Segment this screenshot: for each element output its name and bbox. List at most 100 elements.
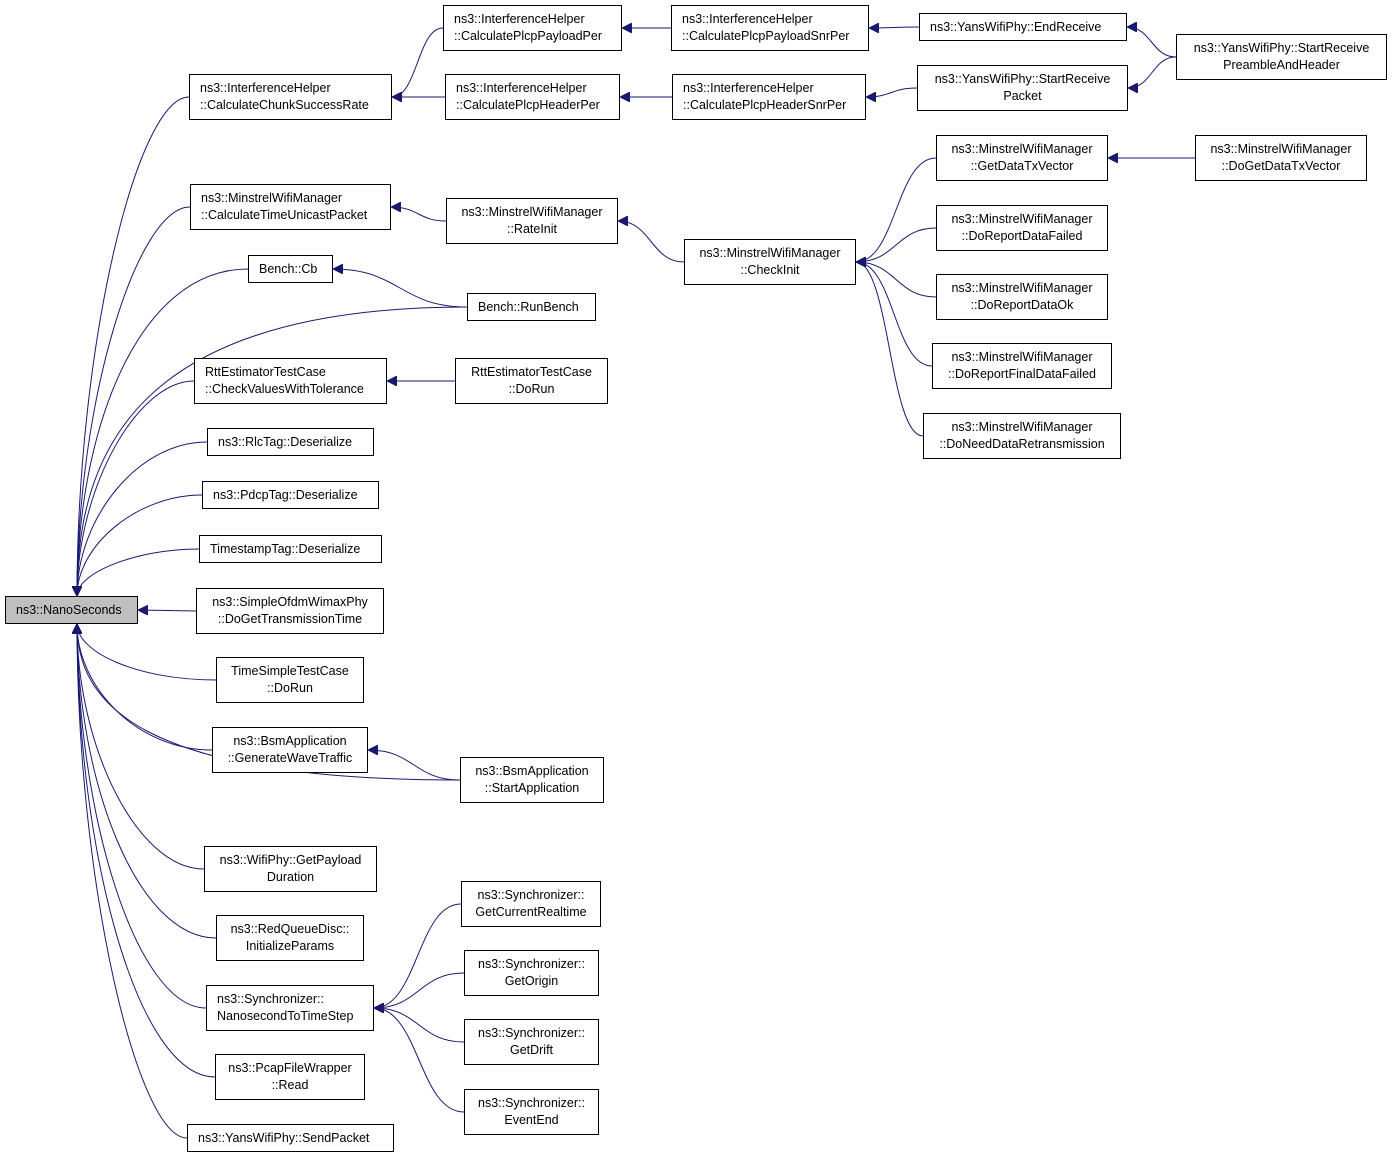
edge-calc_chunk-to-nanoseconds bbox=[77, 96, 190, 596]
node-check-values-with-tolerance[interactable]: RttEstimatorTestCase::CheckValuesWithTol… bbox=[194, 358, 387, 404]
node-generate-wave-traffic[interactable]: ns3::BsmApplication::GenerateWaveTraffic bbox=[212, 727, 368, 773]
node-event-end[interactable]: ns3::Synchronizer::EventEnd bbox=[464, 1089, 599, 1135]
node-label-line: PreambleAndHeader bbox=[1223, 58, 1340, 72]
node-label-line: ::DoNeedDataRetransmission bbox=[939, 437, 1105, 451]
node-label-line: ns3::Synchronizer:: bbox=[478, 957, 585, 971]
node-label-line: ns3::RedQueueDisc:: bbox=[230, 922, 350, 936]
node-do-report-data-failed[interactable]: ns3::MinstrelWifiManager::DoReportDataFa… bbox=[936, 205, 1108, 251]
node-yans-end-receive[interactable]: ns3::YansWifiPhy::EndReceive bbox=[919, 13, 1127, 41]
node-label-line: ::GenerateWaveTraffic bbox=[227, 751, 353, 765]
node-bench-run-bench[interactable]: Bench::RunBench bbox=[467, 293, 596, 321]
node-label-line: ::CheckValuesWithTolerance bbox=[205, 382, 364, 396]
node-label-line: ns3::MinstrelWifiManager bbox=[699, 246, 841, 260]
node-do-report-final-data-failed[interactable]: ns3::MinstrelWifiManager::DoReportFinalD… bbox=[932, 343, 1112, 389]
node-initialize-params[interactable]: ns3::RedQueueDisc::InitializeParams bbox=[216, 915, 364, 961]
node-label-line: ns3::BsmApplication bbox=[233, 734, 347, 748]
edge-sync_nano-to-nanoseconds bbox=[77, 624, 207, 1009]
node-label-line: Packet bbox=[1003, 89, 1042, 103]
node-rate-init[interactable]: ns3::MinstrelWifiManager::RateInit bbox=[446, 198, 618, 244]
edge-wifiphy_payload-to-nanoseconds bbox=[77, 624, 205, 870]
node-start-application[interactable]: ns3::BsmApplication::StartApplication bbox=[460, 757, 604, 803]
node-time-simple-test-case-do-run[interactable]: TimeSimpleTestCase::DoRun bbox=[216, 657, 364, 703]
node-label-line: ns3::InterferenceHelper bbox=[454, 12, 585, 26]
node-label-line: ::CalculateTimeUnicastPacket bbox=[201, 208, 368, 222]
node-do-get-data-tx-vector[interactable]: ns3::MinstrelWifiManager::DoGetDataTxVec… bbox=[1195, 135, 1367, 181]
node-label-line: ns3::Synchronizer:: bbox=[217, 992, 324, 1006]
node-label-line: ns3::MinstrelWifiManager bbox=[951, 281, 1093, 295]
node-get-origin[interactable]: ns3::Synchronizer::GetOrigin bbox=[464, 950, 599, 996]
node-calculate-chunk-success-rate[interactable]: ns3::InterferenceHelper::CalculateChunkS… bbox=[189, 74, 392, 120]
node-nanoseconds[interactable]: ns3::NanoSeconds bbox=[5, 596, 138, 624]
node-calculate-time-unicast-packet[interactable]: ns3::MinstrelWifiManager::CalculateTimeU… bbox=[190, 184, 391, 230]
node-calculate-plcp-payload-per[interactable]: ns3::InterferenceHelper::CalculatePlcpPa… bbox=[443, 5, 622, 51]
edge-pcap_read-to-nanoseconds bbox=[77, 624, 216, 1078]
edge-run_bench-to-bench_cb bbox=[333, 269, 468, 308]
node-pdcptag-deserialize[interactable]: ns3::PdcpTag::Deserialize bbox=[202, 481, 379, 509]
edge-rate_init-to-calc_time_unicast bbox=[391, 207, 447, 222]
node-label-line: ns3::SimpleOfdmWimaxPhy bbox=[212, 595, 368, 609]
node-calculate-plcp-header-per[interactable]: ns3::InterferenceHelper::CalculatePlcpHe… bbox=[445, 74, 620, 120]
edge-run_bench-to-nanoseconds bbox=[77, 306, 468, 596]
node-label-line: ns3::Synchronizer:: bbox=[478, 1096, 585, 1110]
edge-start_preamble-to-start_packet bbox=[1128, 56, 1177, 88]
edge-report_ok-to-check_init bbox=[856, 262, 937, 298]
node-label-line: ::DoRun bbox=[267, 681, 313, 695]
node-label-line: ::CalculatePlcpPayloadSnrPer bbox=[682, 29, 850, 43]
node-check-init[interactable]: ns3::MinstrelWifiManager::CheckInit bbox=[684, 239, 856, 285]
node-calculate-plcp-header-snr-per[interactable]: ns3::InterferenceHelper::CalculatePlcpHe… bbox=[672, 74, 866, 120]
node-label-line: ns3::WifiPhy::GetPayload bbox=[219, 853, 362, 867]
node-rtt-estimator-do-run[interactable]: RttEstimatorTestCase::DoRun bbox=[455, 358, 608, 404]
node-nanosecond-to-time-step[interactable]: ns3::Synchronizer::NanosecondToTimeStep bbox=[206, 985, 374, 1031]
node-label-line: EventEnd bbox=[504, 1113, 559, 1127]
edge-rtt_check-to-nanoseconds bbox=[77, 380, 195, 596]
node-label-line: GetOrigin bbox=[504, 974, 559, 988]
edge-rlctag-to-nanoseconds bbox=[77, 441, 208, 596]
node-label-line: ns3::InterferenceHelper bbox=[682, 12, 813, 26]
node-label-line: ns3::YansWifiPhy::EndReceive bbox=[930, 19, 1102, 34]
node-bench-cb[interactable]: Bench::Cb bbox=[248, 255, 333, 283]
edge-calc_payload_per-to-calc_chunk bbox=[391, 27, 444, 97]
edge-check_init-to-rate_init bbox=[618, 221, 685, 263]
edge-start_preamble-to-end_receive bbox=[1127, 27, 1177, 58]
node-label-line: ns3::MinstrelWifiManager bbox=[951, 142, 1093, 156]
node-label-line: ns3::MinstrelWifiManager bbox=[201, 191, 343, 205]
node-label-line: ns3::NanoSeconds bbox=[16, 602, 122, 617]
node-rlctag-deserialize[interactable]: ns3::RlcTag::Deserialize bbox=[207, 428, 374, 456]
node-label-line: ::DoGetTransmissionTime bbox=[217, 612, 363, 626]
node-label-line: ns3::MinstrelWifiManager bbox=[951, 420, 1093, 434]
node-timestamptag-deserialize[interactable]: TimestampTag::Deserialize bbox=[199, 535, 382, 563]
node-label-line: ns3::YansWifiPhy::SendPacket bbox=[198, 1130, 370, 1145]
node-label-line: RttEstimatorTestCase bbox=[205, 365, 326, 379]
node-label-line: ::DoReportDataOk bbox=[970, 298, 1074, 312]
node-do-report-data-ok[interactable]: ns3::MinstrelWifiManager::DoReportDataOk bbox=[936, 274, 1108, 320]
edge-bsm_start-to-bsm_wave bbox=[368, 750, 461, 781]
node-send-packet[interactable]: ns3::YansWifiPhy::SendPacket bbox=[187, 1124, 394, 1152]
node-label-line: Bench::RunBench bbox=[478, 299, 579, 314]
edge-sync_origin-to-sync_nano bbox=[374, 972, 465, 1008]
node-label-line: ::StartApplication bbox=[484, 781, 580, 795]
node-label-line: ::CalculatePlcpHeaderPer bbox=[456, 98, 600, 112]
node-do-get-transmission-time[interactable]: ns3::SimpleOfdmWimaxPhy::DoGetTransmissi… bbox=[196, 588, 384, 634]
node-pcap-file-wrapper-read[interactable]: ns3::PcapFileWrapper::Read bbox=[215, 1054, 365, 1100]
node-get-current-realtime[interactable]: ns3::Synchronizer::GetCurrentRealtime bbox=[461, 881, 601, 927]
node-get-drift[interactable]: ns3::Synchronizer::GetDrift bbox=[464, 1019, 599, 1065]
node-label-line: ::CheckInit bbox=[740, 263, 800, 277]
node-label-line: ns3::InterferenceHelper bbox=[200, 81, 331, 95]
node-label-line: ns3::InterferenceHelper bbox=[683, 81, 814, 95]
edge-red_queue-to-nanoseconds bbox=[77, 624, 217, 939]
node-calculate-plcp-payload-snr-per[interactable]: ns3::InterferenceHelper::CalculatePlcpPa… bbox=[671, 5, 869, 51]
edge-bsm_wave-to-nanoseconds bbox=[77, 624, 213, 751]
edge-start_packet-to-calc_header_snr bbox=[866, 87, 918, 97]
node-do-need-data-retransmission[interactable]: ns3::MinstrelWifiManager::DoNeedDataRetr… bbox=[923, 413, 1121, 459]
node-get-data-tx-vector[interactable]: ns3::MinstrelWifiManager::GetDataTxVecto… bbox=[936, 135, 1108, 181]
edge-pdcptag-to-nanoseconds bbox=[77, 494, 203, 596]
node-label-line: ::DoReportFinalDataFailed bbox=[948, 367, 1096, 381]
node-label-line: Duration bbox=[266, 870, 315, 884]
edge-sync_realtime-to-sync_nano bbox=[374, 903, 462, 1008]
node-label-line: ns3::PdcpTag::Deserialize bbox=[213, 487, 358, 502]
